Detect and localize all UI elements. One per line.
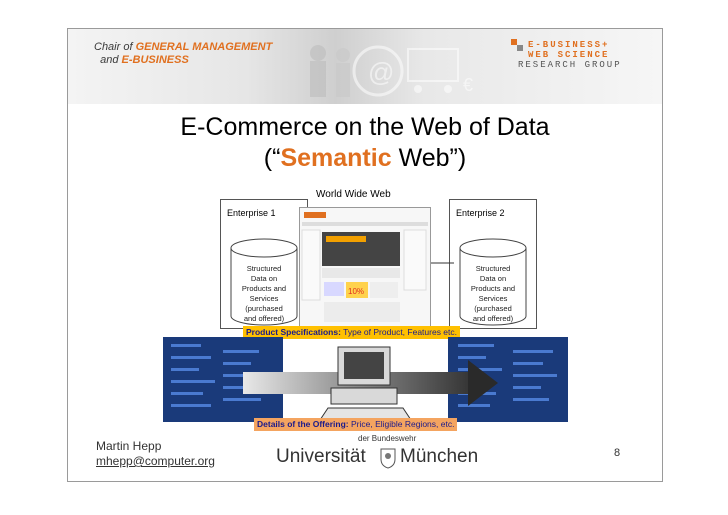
page-number: 8 — [614, 447, 620, 459]
university-logo: der Bundeswehr Universität München — [276, 434, 496, 474]
slide: @ € Chair of GENERAL MANAGEMENT and E-BU… — [67, 28, 663, 482]
author-email-link[interactable]: mhepp@computer.org — [96, 454, 215, 468]
author-name: Martin Hepp — [96, 439, 161, 453]
crest-icon — [379, 447, 397, 469]
website-screenshot: 10% — [299, 207, 431, 327]
offering-details-bar: Details of the Offering: Price, Eligible… — [254, 418, 457, 431]
data-center-strip — [163, 332, 568, 427]
svg-text:10%: 10% — [348, 287, 364, 296]
